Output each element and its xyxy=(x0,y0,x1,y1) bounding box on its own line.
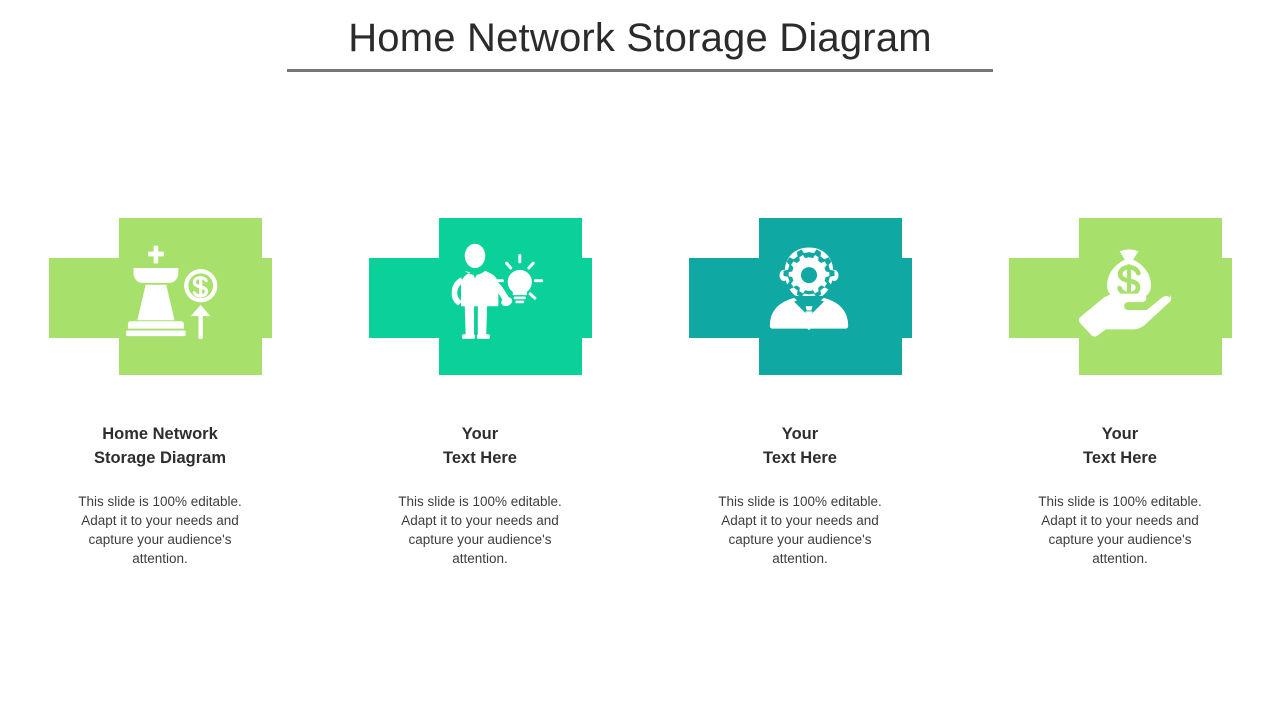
card-row: Home Network Storage Diagram This slide … xyxy=(0,218,1280,568)
title-underline-divider xyxy=(287,69,993,72)
card-heading: Home Network Storage Diagram xyxy=(93,425,227,467)
card-item[interactable]: Your Text Here This slide is 100% editab… xyxy=(320,218,640,568)
card-item[interactable]: Your Text Here This slide is 100% editab… xyxy=(960,218,1280,568)
card-body-text: This slide is 100% editable. Adapt it to… xyxy=(398,493,562,567)
card-body-text: This slide is 100% editable. Adapt it to… xyxy=(78,493,242,567)
slide-header: Home Network Storage Diagram xyxy=(0,14,1280,62)
card-heading: Your Text Here xyxy=(1083,425,1157,467)
cross-badge-2[interactable] xyxy=(368,218,592,375)
chess-king-dollar-growth-icon xyxy=(109,236,229,356)
card-item[interactable]: Home Network Storage Diagram This slide … xyxy=(0,218,320,568)
cross-badge-3[interactable] xyxy=(688,218,912,375)
page-title: Home Network Storage Diagram xyxy=(348,16,932,60)
cross-badge-1[interactable] xyxy=(48,218,272,375)
card-heading: Your Text Here xyxy=(443,425,517,467)
hand-holding-money-bag-icon xyxy=(1069,236,1189,356)
person-gear-head-icon xyxy=(749,236,869,356)
card-heading: Your Text Here xyxy=(763,425,837,467)
card-body-text: This slide is 100% editable. Adapt it to… xyxy=(718,493,882,567)
card-item[interactable]: Your Text Here This slide is 100% editab… xyxy=(640,218,960,568)
cross-badge-4[interactable] xyxy=(1008,218,1232,375)
businessman-idea-lightbulb-icon xyxy=(429,236,549,356)
card-body-text: This slide is 100% editable. Adapt it to… xyxy=(1038,493,1202,567)
